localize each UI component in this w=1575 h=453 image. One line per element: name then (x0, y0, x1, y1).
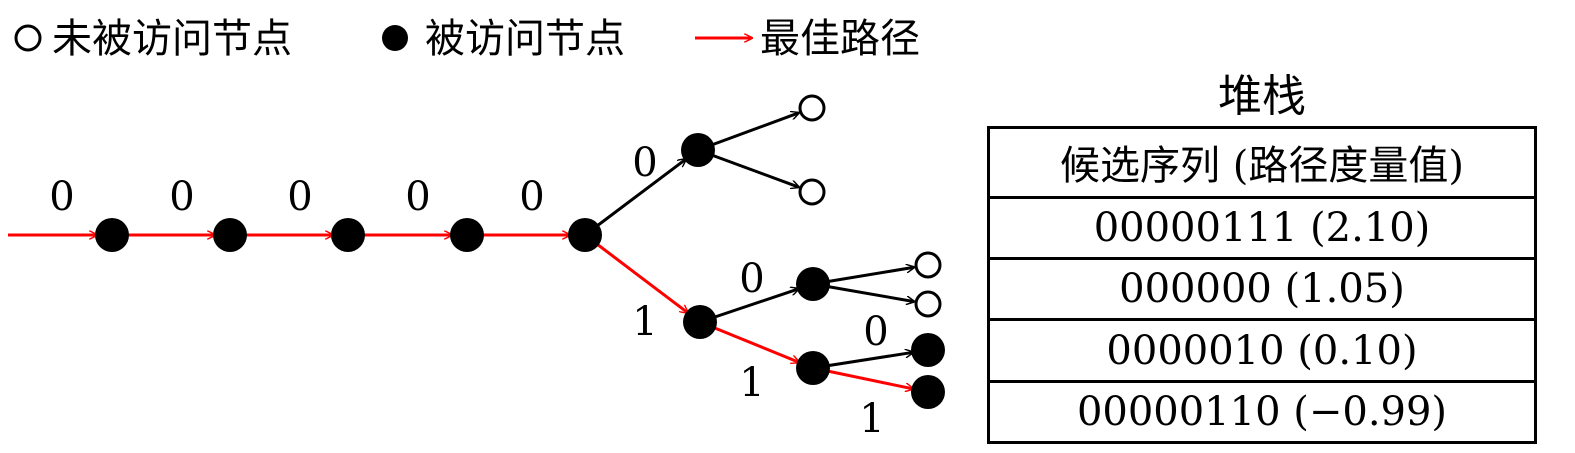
unvisited-node (914, 251, 942, 279)
unvisited-node (798, 94, 826, 122)
edge-bit-label: 0 (405, 174, 430, 220)
tree-edge (699, 289, 799, 324)
stack-row: 0000010 (0.10) (990, 318, 1534, 379)
visited-node (911, 375, 945, 409)
visited-node (683, 305, 717, 339)
legend-unvisited-node-icon (14, 24, 42, 52)
tree-edge-labels: 0 0 0 0 0 0 1 0 1 0 1 (49, 140, 888, 442)
edge-bit-label: 0 (739, 256, 764, 302)
edge-bit-label: 0 (632, 140, 657, 186)
stack-table: 候选序列 (路径度量值) 00000111 (2.10) 000000 (1.0… (987, 126, 1537, 444)
visited-node (450, 218, 484, 252)
edge-bit-label: 1 (632, 299, 657, 345)
stack-header: 候选序列 (路径度量值) (1060, 143, 1464, 190)
legend-unvisited-label: 未被访问节点 (52, 16, 292, 62)
stack-row: 000000 (1.05) (990, 257, 1534, 318)
stack-row: 00000110 (−0.99) (990, 379, 1534, 441)
tree-edge (697, 148, 799, 187)
edge-bit-label: 1 (739, 360, 764, 406)
legend: 未被访问节点 被访问节点 最佳路径 (14, 16, 920, 62)
tree-edge (584, 159, 686, 237)
visited-node (95, 218, 129, 252)
edge-bit-label: 0 (49, 174, 74, 220)
visited-node (796, 267, 830, 301)
edge-bit-label: 0 (519, 174, 544, 220)
visited-node (213, 218, 247, 252)
visited-node (568, 218, 602, 252)
tree-edge (812, 282, 914, 302)
edge-bit-label: 0 (169, 174, 194, 220)
visited-node (681, 133, 715, 167)
legend-visited-label: 被访问节点 (425, 16, 625, 62)
tree-edges (8, 113, 914, 389)
best-path-edge (812, 366, 913, 389)
stack-title: 堆栈 (1218, 71, 1306, 122)
unvisited-node (798, 178, 826, 206)
visited-node (911, 333, 945, 367)
best-path-edge (699, 320, 799, 362)
unvisited-node (914, 290, 942, 318)
legend-best-path-label: 最佳路径 (760, 16, 920, 62)
edge-bit-label: 1 (859, 396, 884, 442)
visited-node (796, 351, 830, 385)
legend-visited-node-icon (382, 25, 408, 51)
tree-nodes (95, 94, 945, 409)
edge-bit-label: 0 (863, 309, 888, 355)
stack-row: 00000111 (2.10) (990, 195, 1534, 257)
edge-bit-label: 0 (287, 174, 312, 220)
tree-edge (697, 113, 799, 152)
visited-node (331, 218, 365, 252)
best-path-edge (584, 233, 688, 313)
tree-edge (812, 267, 914, 286)
